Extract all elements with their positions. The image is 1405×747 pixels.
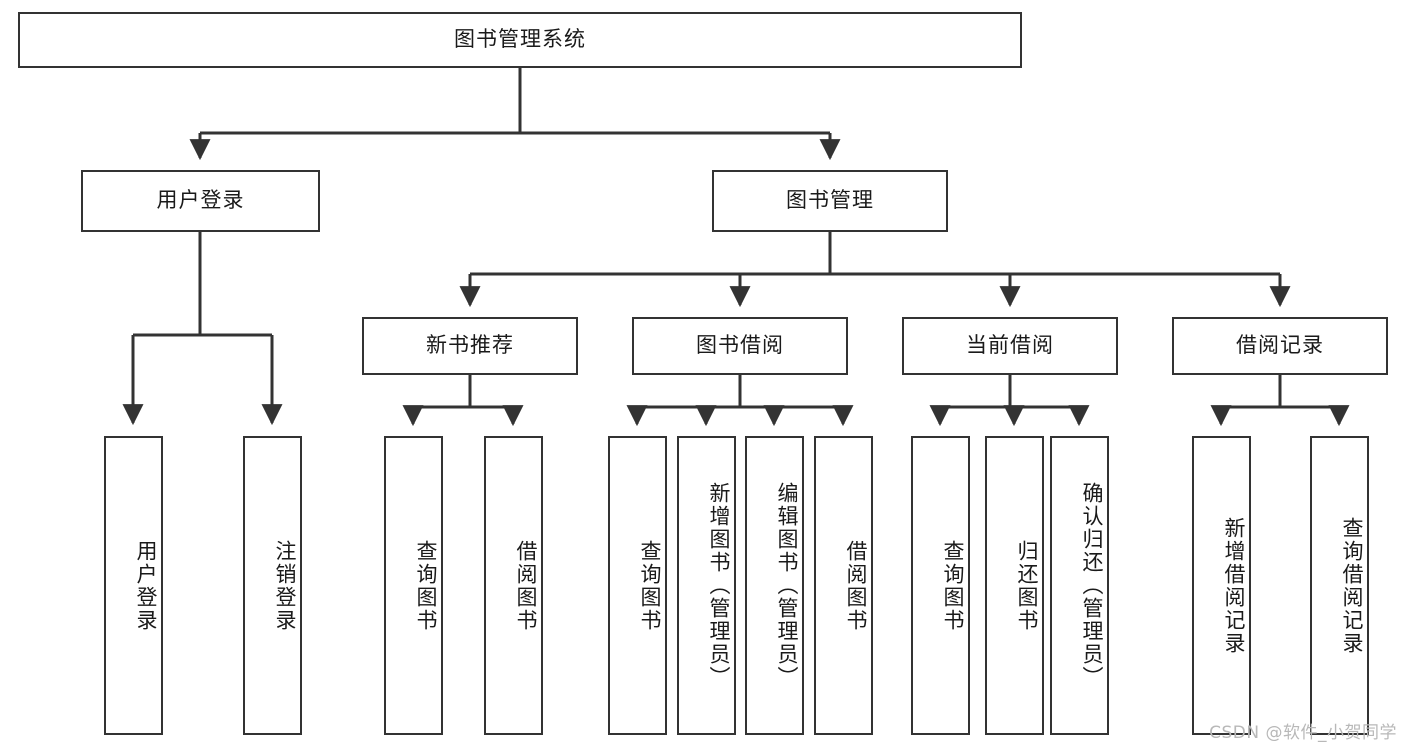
leaf-user-login[interactable]: 用户登录 (104, 436, 163, 735)
leaf-borrow-book-borrow[interactable]: 借阅图书 (814, 436, 873, 735)
leaf-query-book-current[interactable]: 查询图书 (911, 436, 970, 735)
leaf-confirm-return-admin[interactable]: 确认归还（管理员） (1050, 436, 1109, 735)
node-user-login[interactable]: 用户登录 (81, 170, 320, 232)
leaf-query-book-recommend[interactable]: 查询图书 (384, 436, 443, 735)
leaf-return-book[interactable]: 归还图书 (985, 436, 1044, 735)
node-borrow-record[interactable]: 借阅记录 (1172, 317, 1388, 375)
leaf-query-borrow-record[interactable]: 查询借阅记录 (1310, 436, 1369, 735)
node-current-borrow[interactable]: 当前借阅 (902, 317, 1118, 375)
node-root-book-management-system[interactable]: 图书管理系统 (18, 12, 1022, 68)
node-book-borrow[interactable]: 图书借阅 (632, 317, 848, 375)
leaf-borrow-book-recommend[interactable]: 借阅图书 (484, 436, 543, 735)
watermark-text: CSDN @软件_小贺同学 (1209, 723, 1397, 743)
leaf-edit-book-admin[interactable]: 编辑图书（管理员） (745, 436, 804, 735)
leaf-add-book-admin[interactable]: 新增图书（管理员） (677, 436, 736, 735)
node-new-book-recommend[interactable]: 新书推荐 (362, 317, 578, 375)
leaf-query-book-borrow[interactable]: 查询图书 (608, 436, 667, 735)
leaf-add-borrow-record[interactable]: 新增借阅记录 (1192, 436, 1251, 735)
node-book-manage[interactable]: 图书管理 (712, 170, 948, 232)
leaf-logout-login[interactable]: 注销登录 (243, 436, 302, 735)
